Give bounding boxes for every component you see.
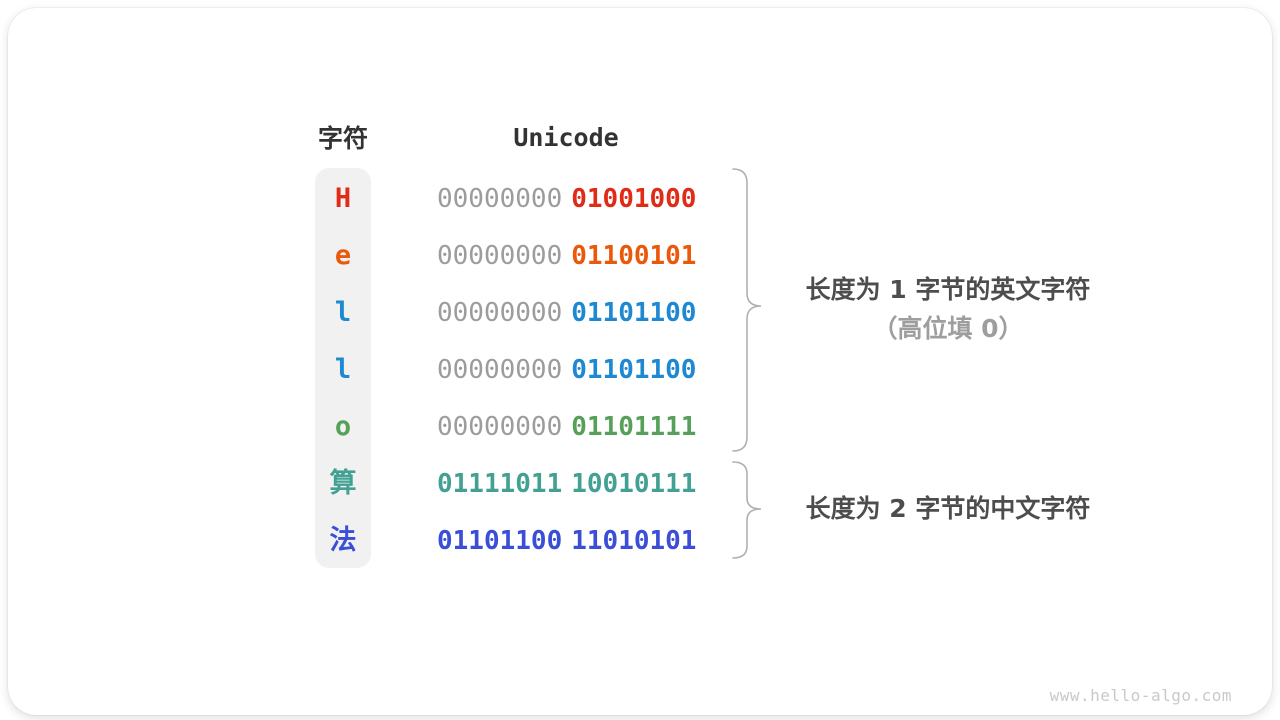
table-row-l1: l 00000000 01101100 [8,284,1272,341]
char-cell: o [334,411,352,442]
annotation-1byte-line1: 长度为 1 字节的英文字符 [805,275,1091,304]
char-column-background [315,168,371,568]
byte-low: 01101100 [571,354,697,385]
char-cell: l [334,297,352,328]
unicode-bytes: 00000000 01101100 [437,341,696,398]
annotation-2byte-line1: 长度为 2 字节的中文字符 [805,494,1091,523]
table-row-fa: 法 01101100 11010101 [8,512,1272,569]
char-cell: e [334,240,352,271]
table-row-o: o 00000000 01101111 [8,398,1272,455]
byte-low: 01001000 [571,183,697,214]
byte-low: 10010111 [571,468,697,499]
annotation-2byte: 长度为 2 字节的中文字符 [773,489,1123,528]
annotation-1byte: 长度为 1 字节的英文字符 （高位填 0） [773,270,1123,348]
byte-high: 01111011 [437,468,563,499]
unicode-bytes: 00000000 01101111 [437,398,696,455]
byte-low: 01101100 [571,297,697,328]
column-header-unicode: Unicode [513,123,619,152]
char-cell: 算 [329,468,357,499]
byte-high: 00000000 [437,183,563,214]
brace-1byte-group-icon [732,168,762,452]
table-row-suan: 算 01111011 10010111 [8,455,1272,512]
char-cell: 法 [329,525,357,556]
byte-high: 00000000 [437,240,563,271]
table-row-l2: l 00000000 01101100 [8,341,1272,398]
column-header-char: 字符 [317,124,368,153]
unicode-bytes: 00000000 01100101 [437,227,696,284]
table-row-h: H 00000000 01001000 [8,170,1272,227]
char-cell: l [334,354,352,385]
byte-high: 00000000 [437,297,563,328]
char-cell: H [334,183,352,214]
byte-low: 01100101 [571,240,697,271]
byte-high: 00000000 [437,354,563,385]
table-row-e: e 00000000 01100101 [8,227,1272,284]
byte-low: 11010101 [571,525,697,556]
watermark: www.hello-algo.com [1049,686,1232,705]
brace-2byte-group-icon [732,461,762,559]
annotation-1byte-line2: （高位填 0） [872,314,1024,343]
unicode-bytes: 00000000 01101100 [437,284,696,341]
byte-high: 00000000 [437,411,563,442]
figure-card: 字符 Unicode H 00000000 01001000 e 0000000… [8,8,1272,715]
unicode-bytes: 01111011 10010111 [437,455,696,512]
unicode-bytes: 00000000 01001000 [437,170,696,227]
byte-low: 01101111 [571,411,697,442]
unicode-bytes: 01101100 11010101 [437,512,696,569]
byte-high: 01101100 [437,525,563,556]
